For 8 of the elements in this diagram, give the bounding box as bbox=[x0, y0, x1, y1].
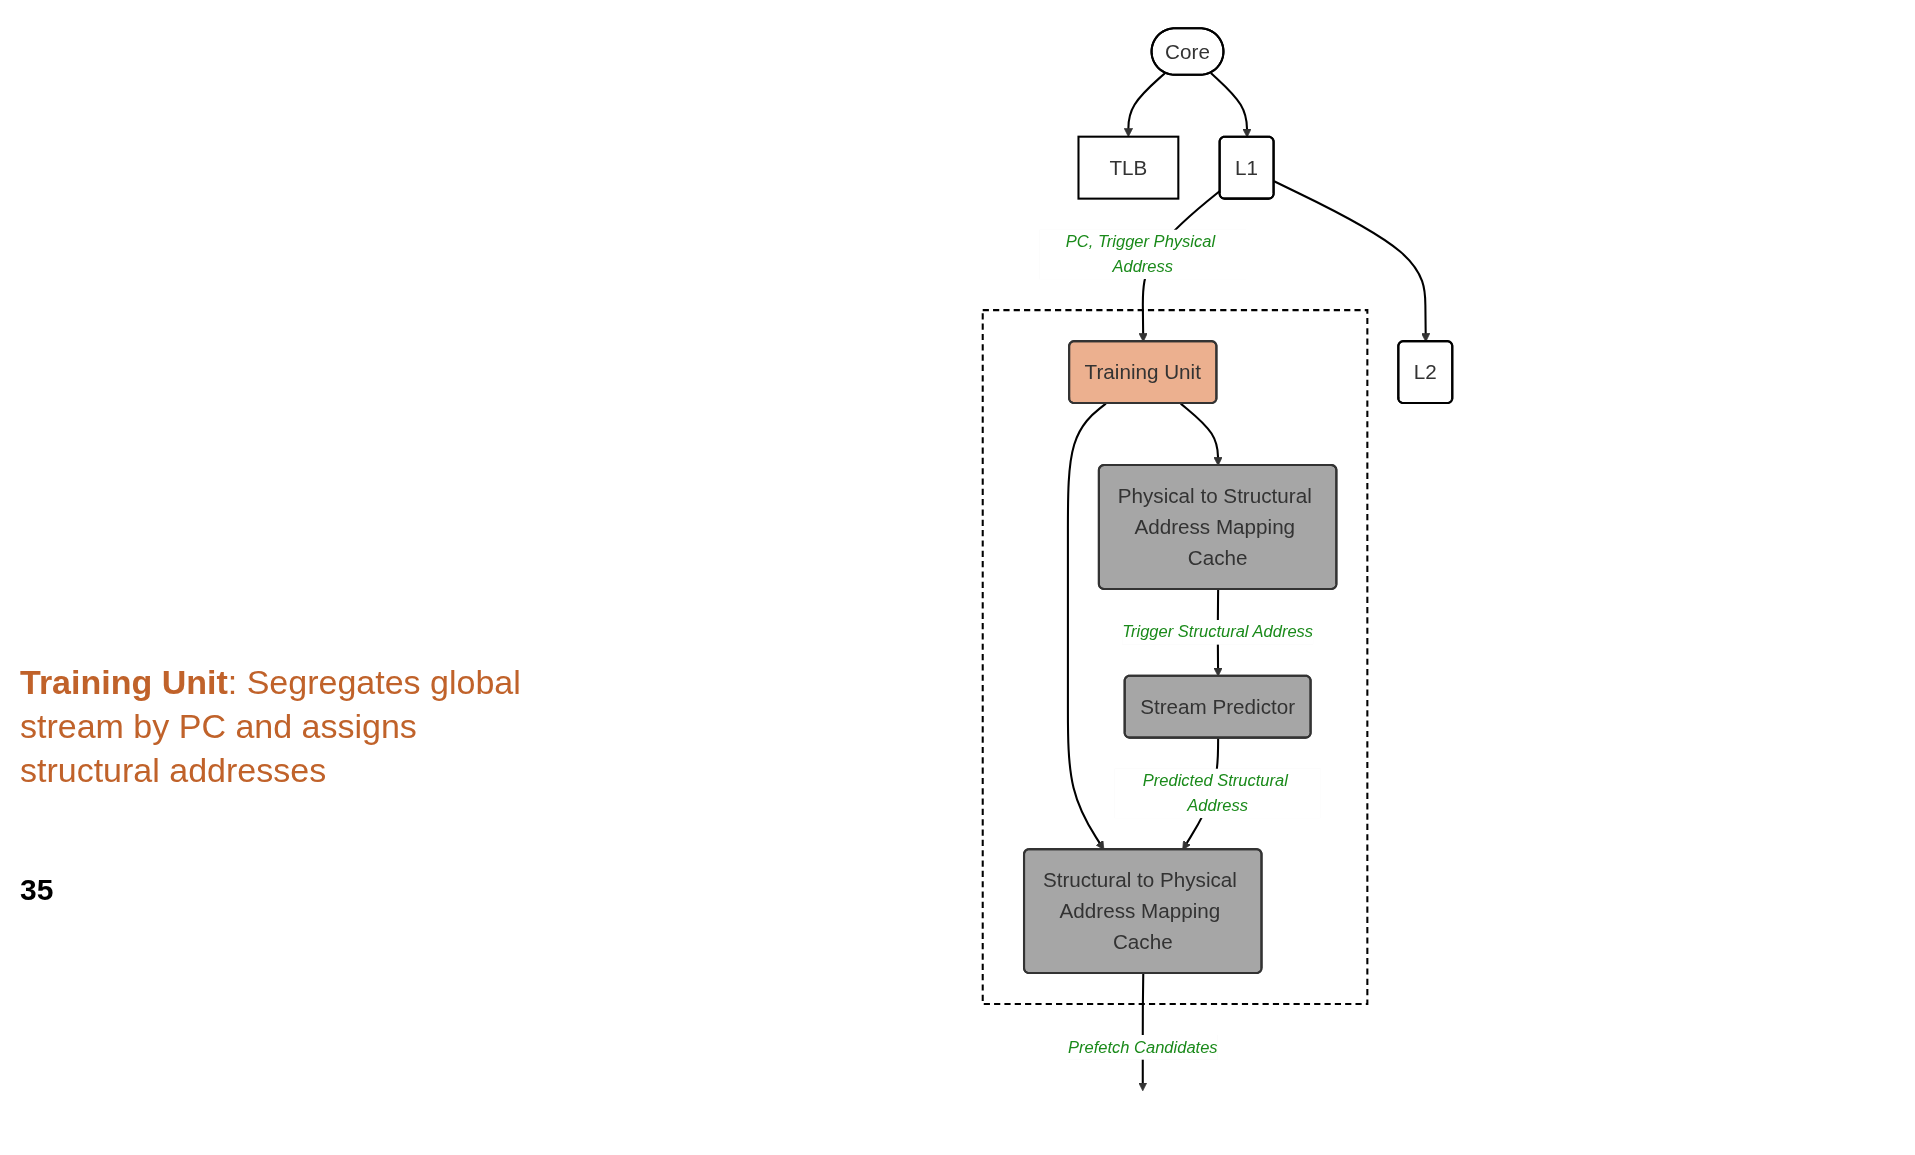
cluster bbox=[981, 309, 1369, 1006]
edge-label: Prefetch Candidates bbox=[1067, 1038, 1218, 1056]
page-number: 35 bbox=[20, 872, 55, 907]
node-box: TLB bbox=[1077, 135, 1180, 200]
edge-label: Predicted Structural Address bbox=[1142, 771, 1288, 815]
edge-label: PC, Trigger Physical Address bbox=[1065, 232, 1216, 276]
note-text: Training Unit: Segregates global stream by PC and assigns structural addresses bbox=[20, 662, 522, 792]
edge-label: Trigger Structural Address bbox=[1122, 623, 1314, 641]
